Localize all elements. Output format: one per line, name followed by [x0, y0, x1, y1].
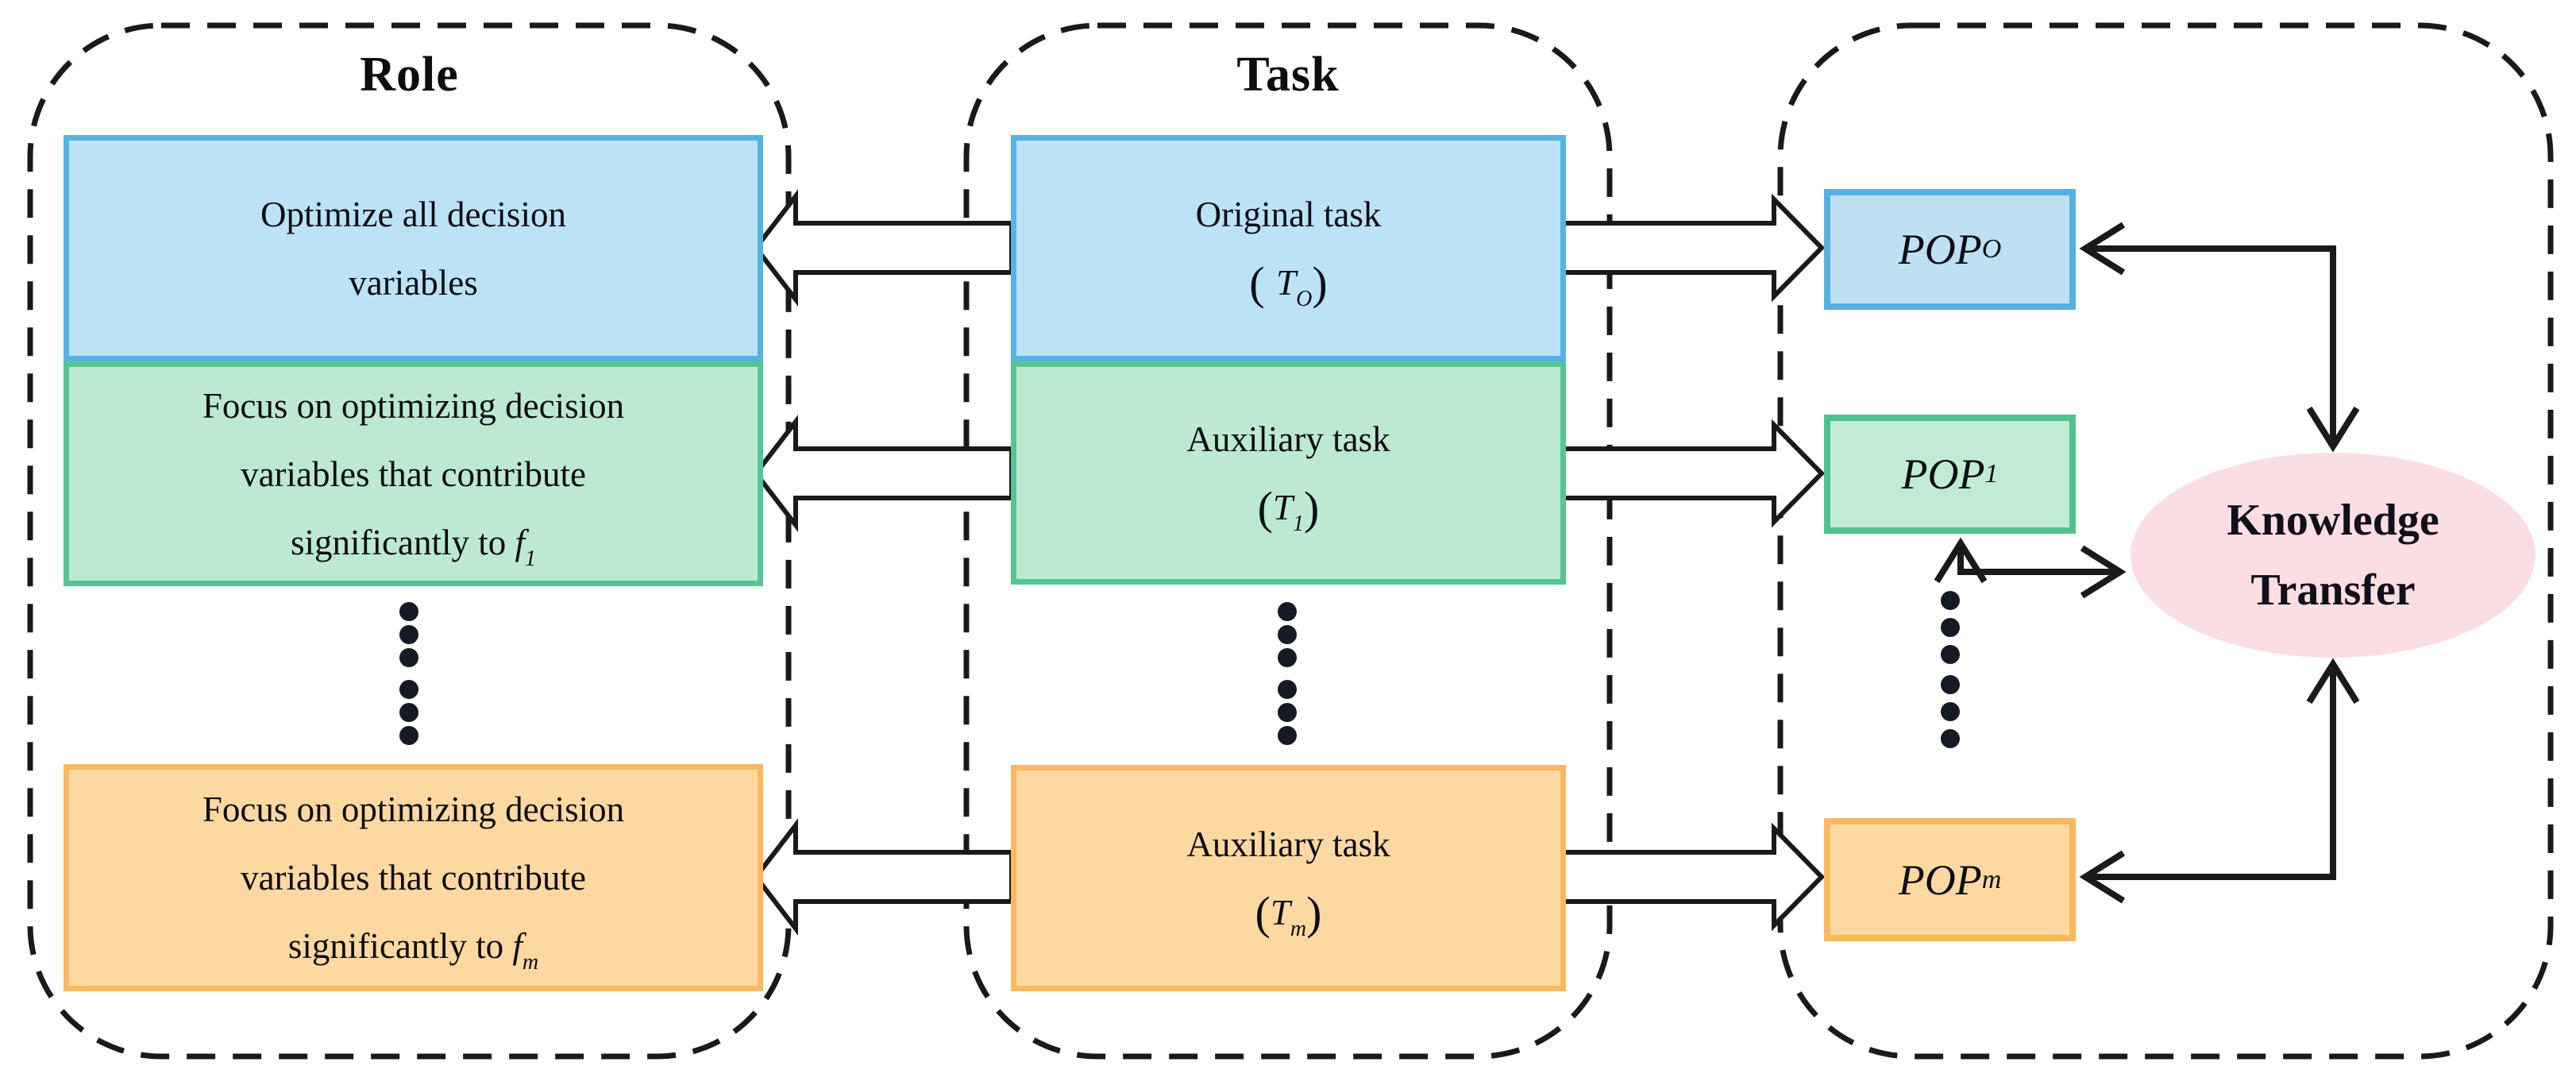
role-region-border [27, 22, 792, 1060]
vertical-ellipsis-role [399, 602, 418, 745]
connector-pop0-knowledge-transfer [2079, 222, 2360, 453]
task-box-text-math: (T1) [1257, 481, 1320, 536]
block-arrow-taskm-to-role [753, 818, 1014, 936]
role-box-text: Focus on optimizing decision [202, 385, 625, 426]
block-arrow-task1-to-role [753, 415, 1014, 532]
vertical-ellipsis-task [1278, 602, 1297, 745]
role-box-text: Optimize all decision [260, 194, 566, 234]
role-box-aux1: Focus on optimizing decision variables t… [64, 361, 763, 586]
connector-popm-knowledge-transfer [2079, 658, 2360, 904]
task-box-text: Auxiliary task [1186, 419, 1390, 459]
block-arrow-task0-to-pop0 [1561, 193, 1826, 303]
task-box-aux1: Auxiliary task (T1) [1011, 361, 1566, 585]
task-box-text: Auxiliary task [1186, 824, 1390, 864]
role-box-text: variables that contribute [241, 454, 586, 494]
task-box-original: Original task ( TO) [1011, 135, 1566, 361]
population-region-border [1777, 22, 2554, 1060]
task-box-auxm: Auxiliary task (Tm) [1011, 765, 1566, 991]
role-region-title: Role [360, 48, 459, 102]
knowledge-transfer-text: Knowledge [2227, 496, 2439, 545]
role-box-text-math: significantly to f1 [291, 522, 536, 571]
knowledge-transfer-ellipse: Knowledge Transfer [2131, 453, 2536, 658]
role-box-text: variables that contribute [241, 858, 586, 898]
block-arrow-task1-to-pop1 [1561, 419, 1826, 528]
vertical-ellipsis-population [1941, 591, 1960, 748]
role-box-original: Optimize all decision variables [64, 135, 763, 361]
task-region-title: Task [1236, 48, 1340, 102]
task-box-text-math: ( TO) [1249, 257, 1328, 311]
connector-pop1-knowledge-transfer [1934, 537, 2127, 599]
task-region-border [963, 22, 1613, 1060]
role-box-text: Focus on optimizing decision [202, 790, 625, 829]
role-box-text: variables [349, 262, 478, 303]
task-box-text: Original task [1195, 194, 1382, 234]
role-box-auxm: Focus on optimizing decision variables t… [64, 764, 763, 991]
knowledge-transfer-text: Transfer [2250, 566, 2416, 615]
block-arrow-taskm-to-popm [1561, 822, 1826, 932]
role-box-text-math: significantly to fm [287, 926, 539, 975]
task-box-text-math: (Tm) [1255, 886, 1322, 941]
block-arrow-task0-to-role [753, 189, 1014, 307]
